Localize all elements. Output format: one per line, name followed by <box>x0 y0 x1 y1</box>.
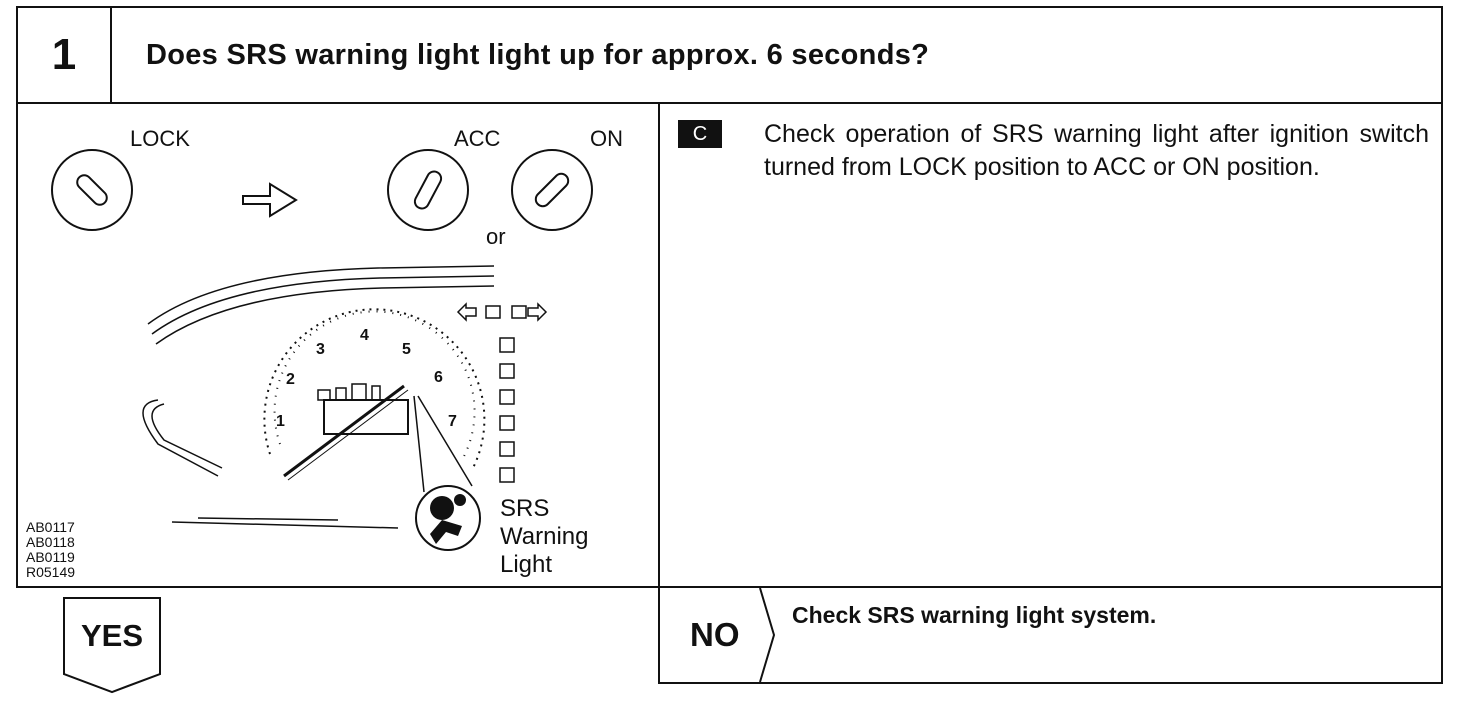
gauge-number-7: 7 <box>448 413 457 430</box>
tachometer <box>263 308 486 481</box>
turn-signal-indicators <box>456 302 548 322</box>
dashboard-outline <box>142 265 495 529</box>
key-on-icon <box>511 149 593 231</box>
check-badge: C <box>678 120 722 148</box>
key-lock-icon <box>51 149 133 231</box>
airbag-warning-icon <box>415 485 481 551</box>
right-arrow-icon <box>242 182 298 218</box>
no-result-box: NO Check SRS warning light system. <box>658 586 1443 684</box>
figure-code-2: AB0118 <box>26 534 75 550</box>
key-acc-icon <box>387 149 469 231</box>
srs-label-line1: SRS <box>500 495 549 522</box>
gauge-number-5: 5 <box>402 341 411 358</box>
figure-code-1: AB0117 <box>26 519 75 535</box>
gauge-number-3: 3 <box>316 341 325 358</box>
lock-label: LOCK <box>130 126 190 151</box>
yes-arrow-icon <box>63 597 161 694</box>
no-arrow-icon <box>759 588 776 682</box>
srs-label-line2: Warning <box>500 523 588 550</box>
srs-label-line3: Light <box>500 551 552 578</box>
right-indicator-column <box>499 337 515 483</box>
check-instruction: Check operation of SRS warning light aft… <box>764 120 1429 181</box>
yes-label: YES <box>80 618 144 653</box>
check-panel: C Check operation of SRS warning light a… <box>660 104 1441 586</box>
acc-label: ACC <box>454 126 501 151</box>
ignition-illustration: LOCK ACC ON or <box>18 104 660 586</box>
figure-code-4: R05149 <box>26 564 75 580</box>
gauge-number-4: 4 <box>360 327 369 344</box>
figure-code-3: AB0119 <box>26 549 75 565</box>
step-question: Does SRS warning light light up for appr… <box>146 38 930 71</box>
step-header: 1 Does SRS warning light light up for ap… <box>16 6 1443 104</box>
no-label: NO <box>690 616 740 653</box>
gauge-number-1: 1 <box>276 413 285 430</box>
no-instruction: Check SRS warning light system. <box>792 602 1157 628</box>
callout-lines <box>413 395 473 493</box>
gauge-number-6: 6 <box>434 369 443 386</box>
gauge-number-2: 2 <box>286 371 295 388</box>
or-label: or <box>486 224 506 249</box>
indicator-lamps <box>317 383 381 401</box>
on-label: ON <box>590 126 623 151</box>
step-body: LOCK ACC ON or <box>16 102 1443 588</box>
step-number: 1 <box>18 8 112 102</box>
